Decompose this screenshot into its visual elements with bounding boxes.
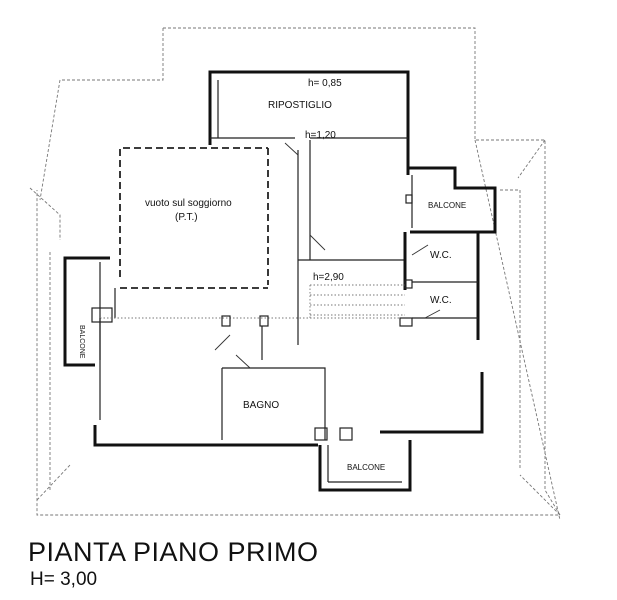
bagno-label: BAGNO [243, 400, 279, 411]
wc-upper-label: W.C. [430, 250, 452, 261]
main-walls [93, 288, 484, 447]
bottom-balcony [318, 440, 412, 492]
void-area [119, 147, 269, 289]
void-label-line2: (P.T.) [175, 212, 198, 223]
stairs [309, 284, 405, 318]
plan-title: PIANTA PIANO PRIMO [28, 537, 319, 567]
bagno-room [221, 367, 353, 441]
right-wing [399, 166, 497, 340]
stair-height-label: h=2,90 [313, 272, 344, 283]
ripostiglio-label: RIPOSTIGLIO [268, 100, 332, 111]
plan-height-note: H= 3,00 [30, 569, 98, 590]
mid-height-label: h=1,20 [305, 130, 336, 141]
balcone-right-label: BALCONE [428, 201, 466, 210]
balcone-left-label: BALCONE [78, 325, 85, 359]
wc-lower-label: W.C. [430, 295, 452, 306]
left-balcony [63, 256, 113, 367]
void-label-line1: vuoto sul soggiorno [145, 198, 232, 209]
floor-plan: h= 0,85 RIPOSTIGLIO h=1,20 vuoto sul sog… [29, 27, 561, 521]
ripostiglio-room [208, 70, 410, 175]
roof-outline [29, 27, 561, 521]
ripostiglio-height-label: h= 0,85 [308, 78, 342, 89]
balcone-bottom-label: BALCONE [347, 463, 385, 472]
corridor-walls [284, 140, 405, 345]
